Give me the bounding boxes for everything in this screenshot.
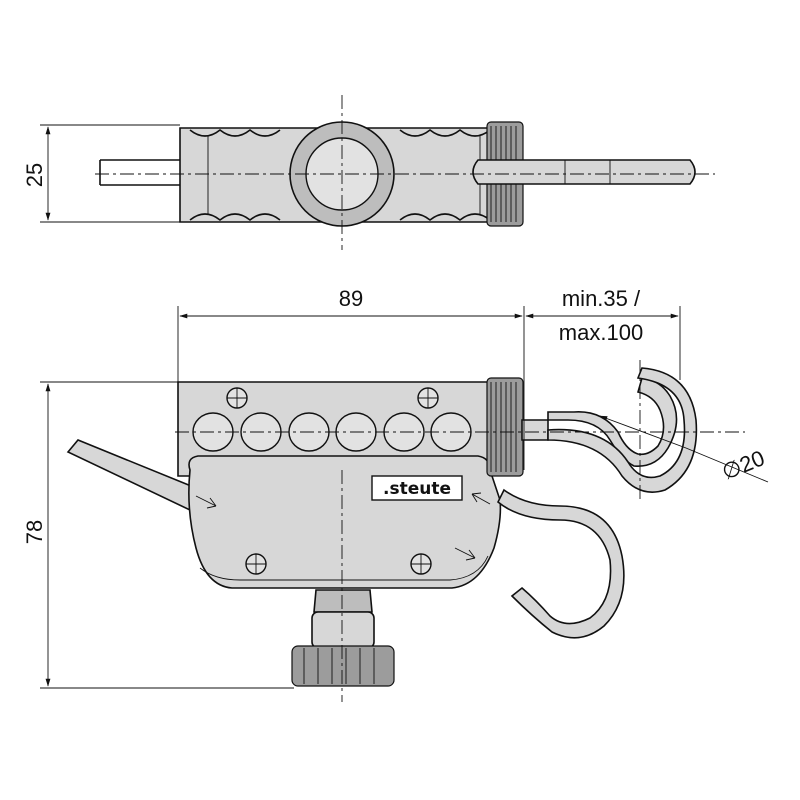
front-knurl-ribs	[490, 382, 517, 472]
dim-78-extensions	[40, 381, 294, 689]
brand-label: .steute	[383, 479, 451, 499]
screw-bottom-left	[245, 553, 267, 575]
dim-extension-label2: max.100	[559, 320, 643, 345]
hook-right-outer	[547, 367, 698, 493]
dim-89-extensions	[177, 306, 525, 470]
top-rod-marks	[564, 160, 611, 184]
gland-knob	[291, 645, 395, 687]
top-grip-lower	[189, 213, 491, 222]
hook-lower-loop	[496, 488, 625, 639]
arrow-icon	[454, 547, 476, 561]
dim-25-extensions	[40, 124, 180, 223]
gland-knob-ribs	[303, 648, 375, 684]
top-grip-upper	[189, 128, 491, 137]
gland-neck	[313, 589, 373, 613]
gland-nut	[311, 611, 375, 649]
brand-plate	[371, 475, 463, 501]
dim-diameter-leader	[599, 415, 769, 483]
top-cable-left	[99, 159, 185, 186]
arrow-icon	[195, 495, 217, 509]
dim-extension-label1: min.35 /	[562, 286, 641, 311]
arrow-icon	[471, 492, 491, 505]
screw-bottom-right	[410, 553, 432, 575]
top-view: 25	[22, 95, 715, 250]
dim-25-label: 25	[22, 163, 47, 187]
front-cable	[66, 439, 197, 512]
front-rod-stub	[521, 419, 549, 441]
dim-78-label: 78	[22, 520, 47, 544]
front-view: .steute 89	[22, 286, 769, 702]
dim-89-label: 89	[339, 286, 363, 311]
front-cover-edge	[199, 555, 489, 581]
screw-top-right	[417, 387, 439, 409]
screw-top-left	[226, 387, 248, 409]
top-rod	[472, 159, 696, 185]
front-knurl-wheel	[486, 377, 524, 477]
